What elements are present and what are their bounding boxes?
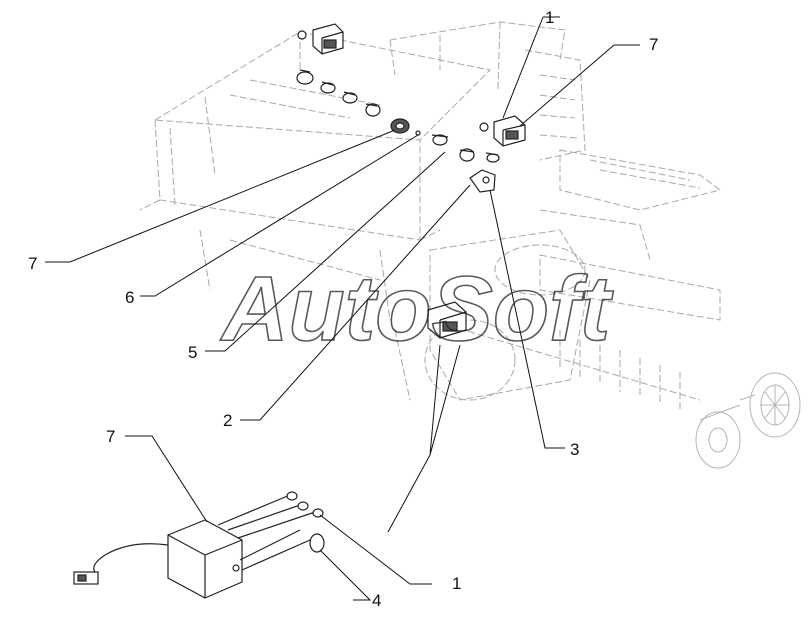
connector-6 (390, 118, 421, 136)
clamp-row-upper (296, 69, 381, 117)
clamp-row-lower (431, 134, 500, 163)
callout-7-box: 7 (106, 427, 115, 446)
watermark-text: AutoSoft (220, 258, 614, 360)
sensor-box-top-left (297, 23, 344, 55)
sensor-box-top-right (479, 115, 526, 147)
leader-lines (45, 16, 640, 601)
sensor-box-center (427, 301, 467, 339)
callout-7-left: 7 (28, 254, 37, 273)
callout-1-bottom: 1 (452, 574, 461, 593)
o-ring-4 (309, 533, 325, 553)
callout-5: 5 (188, 343, 197, 362)
callout-labels: 1 7 7 6 5 2 3 7 1 4 (28, 8, 658, 610)
machine-frame (139, 21, 801, 469)
callout-3: 3 (570, 440, 579, 459)
callout-2: 2 (223, 411, 232, 430)
callout-7-top: 7 (649, 35, 658, 54)
callout-4: 4 (372, 591, 381, 610)
callout-6: 6 (125, 288, 134, 307)
sensor-3 (469, 169, 496, 193)
callout-1-top: 1 (545, 8, 554, 27)
control-unit (73, 491, 324, 599)
